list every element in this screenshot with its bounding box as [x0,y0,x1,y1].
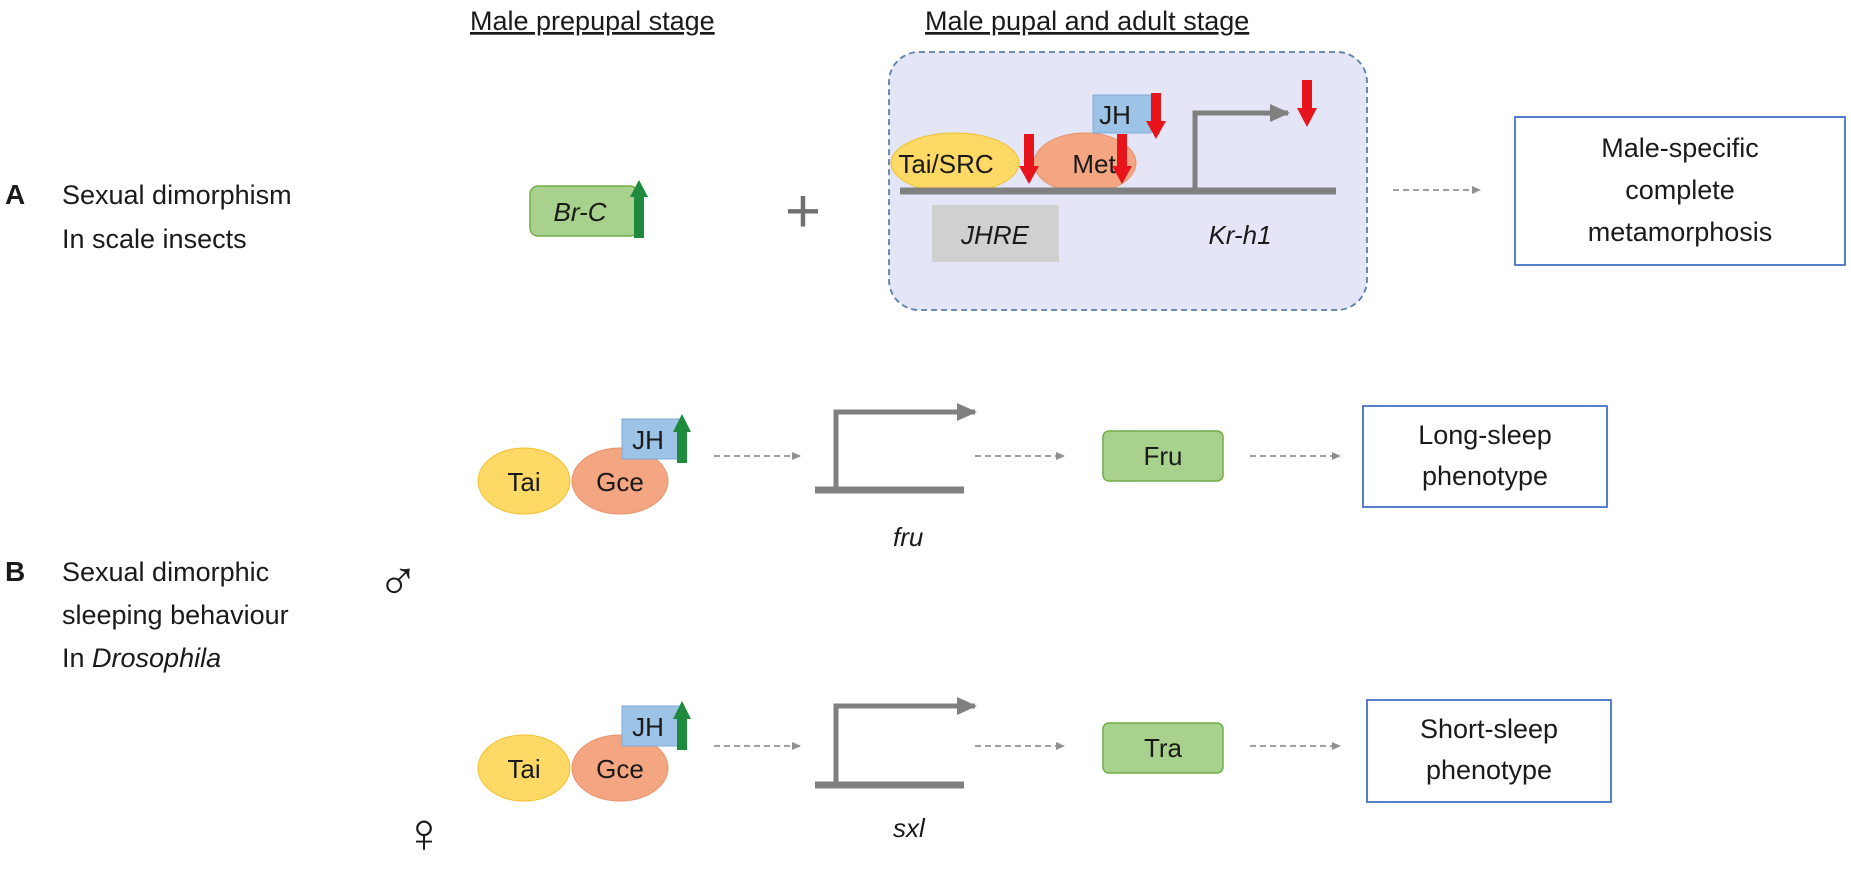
tai-node-female [477,734,571,802]
promoter-arrow-fru [833,403,977,490]
down-arrow-icon [1019,134,1039,184]
up-arrow-icon [673,414,691,463]
jh-node-female [621,705,681,747]
protein-node-tra [1102,722,1224,774]
tai-label-male: Tai [507,467,540,497]
brc-node: Br-C [529,180,648,238]
protein-label-tra: Tra [1144,733,1183,763]
down-arrow-icon [1297,80,1317,127]
tai-label-female: Tai [507,754,540,784]
panel-b-label-line1: Sexual dimorphic [62,557,269,587]
down-arrow-icon [1146,93,1166,139]
outcome-box-a [1514,116,1846,266]
panel-b-label-line3: In Drosophila [62,643,221,673]
outcome-male-line1: Long-sleep [1418,420,1552,450]
gene-label-fru: fru [893,522,923,552]
tai-src-label: Tai/SRC [898,149,993,179]
down-arrow-icon [1112,134,1132,184]
panel-b-letter: B [5,556,25,587]
promoter-arrow-a [1192,104,1290,191]
gce-label-male: Gce [596,467,644,497]
outcome-male-line2: phenotype [1422,461,1548,491]
gce-node-male [571,447,669,515]
panel-a-letter: A [5,179,25,210]
met-label: Met [1072,149,1116,179]
panel-a-label-line2: In scale insects [62,224,247,254]
outcome-female-line1: Short-sleep [1420,714,1558,744]
gce-label-female: Gce [596,754,644,784]
jh-label-male: JH [632,425,664,455]
up-arrow-icon [630,180,648,238]
protein-label-fru: Fru [1144,441,1183,471]
female-symbol-icon: ♀ [403,801,445,864]
outcome-box-male [1362,405,1608,508]
outcome-a-line3: metamorphosis [1588,217,1773,247]
protein-node-fru [1102,430,1224,482]
tai-node-male [477,447,571,515]
up-arrow-icon [673,701,691,750]
promoter-arrow-sxl [833,697,977,785]
outcome-a-line1: Male-specific [1601,133,1759,163]
header-prepupal: Male prepupal stage [470,6,715,36]
drosophila-label: Drosophila [92,643,221,673]
outcome-a-line2: complete [1625,175,1735,205]
outcome-box-female [1366,699,1612,803]
jh-label-female: JH [632,712,664,742]
brc-label: Br-C [554,197,607,227]
panel-b-label-line2: sleeping behaviour [62,600,289,630]
krh1-label: Kr-h1 [1208,220,1271,250]
outcome-female-line2: phenotype [1426,755,1552,785]
gene-label-sxl: sxl [893,813,926,843]
panel-a-label-line1: Sexual dimorphism [62,180,292,210]
jh-label-a: JH [1099,100,1131,130]
jhre-element [932,205,1059,262]
jh-node-male [621,418,681,460]
gce-node-female [571,734,669,802]
jhre-label: JHRE [960,220,1030,250]
header-pupal-adult: Male pupal and adult stage [925,6,1249,36]
jh-node-a [1092,94,1152,134]
male-symbol-icon: ♂ [377,549,419,612]
plus-sign: + [785,177,821,246]
